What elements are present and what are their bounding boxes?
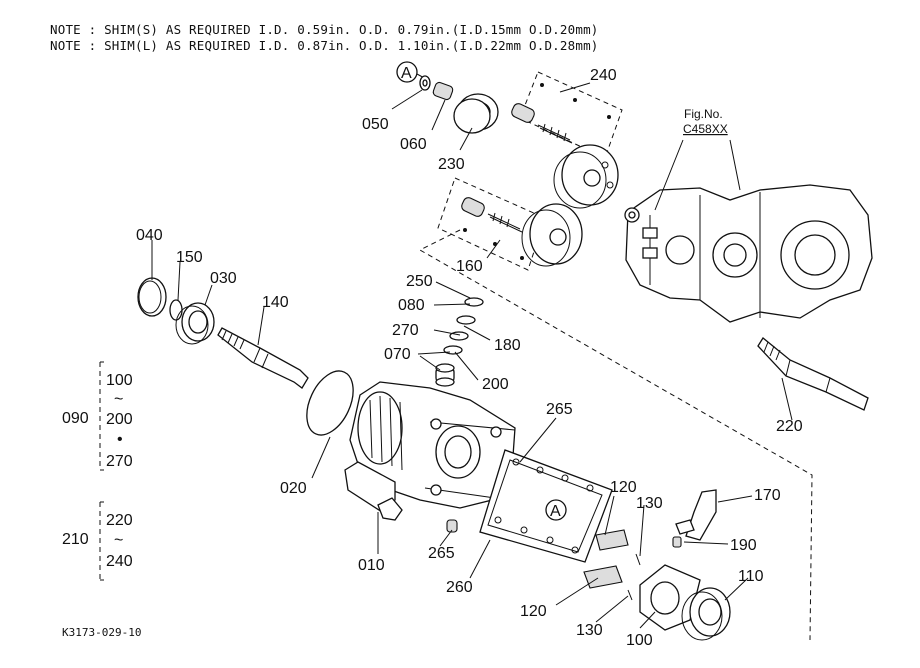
shaft-220 (757, 337, 869, 411)
callout-180: 180 (494, 337, 521, 354)
group-090: 090 100 ~ 200 • 270 (62, 361, 133, 471)
callout-050: 050 (362, 116, 389, 133)
callout-230: 230 (438, 156, 465, 173)
callout-110: 110 (738, 568, 764, 585)
group-210-id: 210 (62, 531, 89, 548)
pin-190 (672, 536, 682, 548)
bracket-120-lower (583, 565, 623, 589)
pump-group-160 (437, 177, 583, 271)
fig-ref-label: Fig.No. C458XX (654, 107, 741, 211)
ref-marker-a-top: A (396, 61, 429, 83)
ring-150 (169, 299, 183, 321)
callout-labels: 050 060 230 240 160 040 150 030 140 250 … (136, 67, 803, 649)
callout-170: 170 (754, 487, 781, 504)
bearing-030 (175, 302, 215, 345)
group-090-item-1: 100 (106, 372, 133, 389)
cover-100 (639, 564, 701, 631)
bushing-060 (432, 81, 454, 101)
callout-130-upper: 130 (636, 495, 663, 512)
o-ring-020 (306, 370, 354, 436)
callout-120-upper: 120 (610, 479, 637, 496)
group-090-item-4: • (117, 431, 123, 448)
callout-265-lower: 265 (428, 545, 455, 562)
shaft-140 (217, 327, 309, 389)
bracket-120-upper (595, 529, 629, 551)
callout-160: 160 (456, 258, 483, 275)
callout-265-upper: 265 (546, 401, 573, 418)
washer-050 (419, 75, 431, 91)
callout-060: 060 (400, 136, 427, 153)
group-090-id: 090 (62, 410, 89, 427)
group-090-item-2: ~ (114, 391, 123, 408)
callout-030: 030 (210, 270, 237, 287)
callout-150: 150 (176, 249, 203, 266)
callout-140: 140 (262, 294, 289, 311)
gasket-260 (479, 449, 613, 563)
callout-240: 240 (590, 67, 617, 84)
callout-250: 250 (406, 273, 433, 290)
callout-200: 200 (482, 376, 509, 393)
seal-110 (681, 587, 731, 641)
group-210-item-2: ~ (114, 532, 123, 549)
transmission-case-reference (624, 184, 873, 323)
group-210-item-3: 240 (106, 553, 133, 570)
svg-text:A: A (401, 65, 412, 82)
group-090-item-3: 200 (106, 411, 133, 428)
ref-marker-a-gasket: A (545, 499, 567, 521)
callout-120-lower: 120 (520, 603, 547, 620)
housing-010 (344, 381, 516, 521)
svg-text:A: A (550, 503, 561, 520)
callout-100: 100 (626, 632, 653, 649)
seal-230 (453, 93, 499, 134)
callout-070: 070 (384, 346, 411, 363)
callout-130-lower: 130 (576, 622, 603, 639)
lever-170 (675, 489, 717, 541)
pump-group-240 (511, 71, 623, 209)
callout-080: 080 (398, 297, 425, 314)
callout-020: 020 (280, 480, 307, 497)
svg-text:C458XX: C458XX (683, 122, 728, 136)
group-210: 210 220 ~ 240 (62, 501, 133, 581)
drawing-code: K3173-029-10 (62, 626, 142, 639)
shim-s-note: NOTE : SHIM(S) AS REQUIRED I.D. 0.59in. … (50, 22, 599, 37)
callout-190: 190 (730, 537, 757, 554)
callout-040: 040 (136, 227, 163, 244)
callout-220: 220 (776, 418, 803, 435)
snap-ring-040 (137, 277, 167, 317)
svg-text:Fig.No.: Fig.No. (684, 107, 723, 121)
group-090-item-5: 270 (106, 453, 133, 470)
shim-l-note: NOTE : SHIM(L) AS REQUIRED I.D. 0.87in. … (50, 38, 599, 53)
callout-010: 010 (358, 557, 385, 574)
leader-lines (151, 82, 793, 629)
callout-270: 270 (392, 322, 419, 339)
dowel-265 (446, 519, 458, 533)
screws-130 (627, 553, 641, 601)
callout-260: 260 (446, 579, 473, 596)
group-210-item-1: 220 (106, 512, 133, 529)
small-parts-stack (435, 297, 484, 387)
assembly-dashed-line (418, 229, 813, 641)
